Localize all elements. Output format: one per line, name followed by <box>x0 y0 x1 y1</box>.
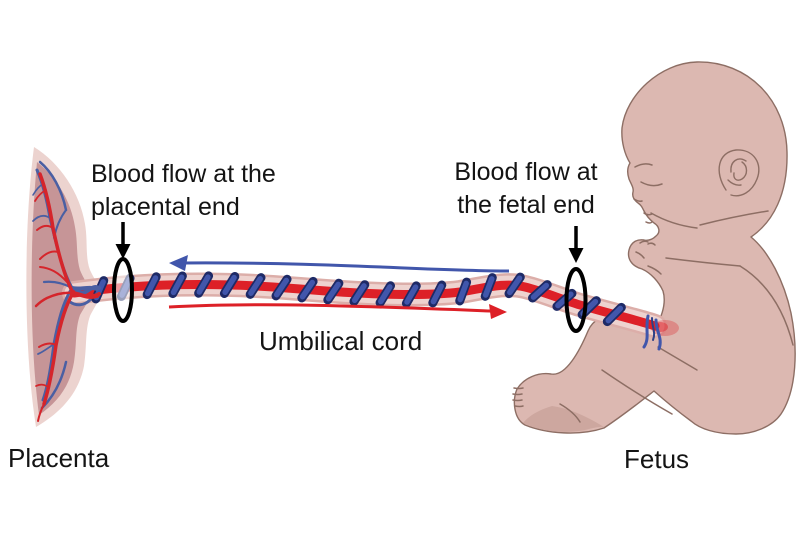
closed-eye-line <box>640 181 663 187</box>
cord-vein-segment <box>351 283 367 304</box>
fetus-body-silhouette <box>513 61 796 435</box>
eyebrow-line <box>634 163 653 168</box>
cord-vein-segment <box>605 305 624 324</box>
knuckle-line-2 <box>647 242 656 246</box>
label-placenta: Placenta <box>8 443 110 473</box>
toe-line-4 <box>514 405 524 408</box>
toe-line-2 <box>512 393 523 396</box>
red-vessel-tree <box>34 172 99 422</box>
chin-line <box>645 221 653 224</box>
label-fetus: Fetus <box>624 444 690 474</box>
cord-vein-segment <box>378 284 393 305</box>
heel-line <box>559 403 581 423</box>
fetal-end-pointer-icon <box>568 226 584 263</box>
placental-end-ring-icon <box>112 257 134 323</box>
cord-vein-segment <box>404 284 419 305</box>
cord-vein-segment <box>170 274 185 296</box>
toe-line-3 <box>512 399 523 402</box>
label-line: placental end <box>91 193 240 221</box>
fetus-detail-lines <box>512 163 794 423</box>
thumb-line <box>635 251 645 259</box>
placental-end-pointer-icon <box>115 222 131 259</box>
foot-sole-shade <box>523 406 604 432</box>
cord-vein-segment <box>457 280 469 303</box>
belly-thigh-crease <box>657 346 698 371</box>
cord-vein-segment <box>555 291 574 309</box>
cord-fetal-insertion <box>642 314 679 351</box>
label-umbilical-cord: Umbilical cord <box>259 326 423 356</box>
cord-vein-segment <box>299 279 316 300</box>
label-line: the fetal end <box>457 191 595 219</box>
label-blood-flow-placental-end: Blood flow at the placental end <box>91 158 276 224</box>
cord-vein-segment <box>507 275 523 296</box>
fetus-figure <box>512 61 796 435</box>
shoulder-line <box>665 257 741 267</box>
knuckle-line-1 <box>639 240 649 244</box>
label-blood-flow-fetal-end: Blood flow at the fetal end <box>437 156 615 222</box>
fetal-end-ring-icon <box>564 267 588 333</box>
cord-vein-segment <box>430 283 444 305</box>
cord-vein-segment <box>144 275 159 297</box>
cheek-jaw-line <box>650 212 698 229</box>
cord-vein-segment <box>482 276 495 298</box>
cord-vein-segment <box>325 281 341 302</box>
thigh-calf-crease <box>601 369 673 415</box>
blue-flow-arrow-icon <box>169 255 510 273</box>
placenta-vessels <box>32 160 99 422</box>
nostril-line <box>633 198 643 202</box>
cord-vein-coils <box>91 271 626 327</box>
cord-vein-segment <box>196 274 211 295</box>
cord-vein-segment <box>530 282 550 300</box>
red-flow-arrow-icon <box>168 303 507 319</box>
umbilical-cord-graphic <box>62 271 679 351</box>
mouth-line <box>643 212 653 216</box>
ear-icon <box>718 149 760 197</box>
label-line: Blood flow at the <box>91 160 276 188</box>
arm-back-line <box>739 265 794 346</box>
toe-line-1 <box>513 387 524 390</box>
cord-vein-segment <box>273 277 290 298</box>
label-line: Blood flow at <box>454 158 598 186</box>
cord-vein-segment <box>222 274 237 296</box>
wrist-line <box>647 265 662 275</box>
cord-vein-segment <box>248 276 263 296</box>
neck-crease-line <box>699 210 769 226</box>
